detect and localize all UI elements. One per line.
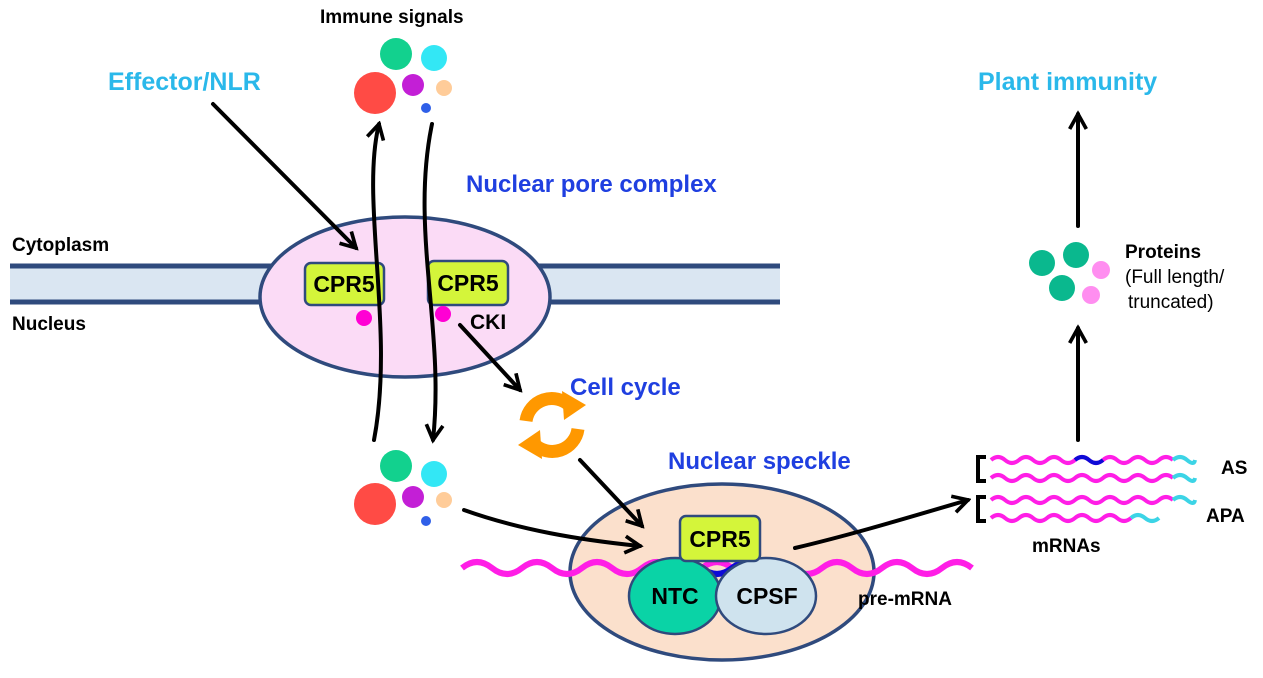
protein-molecules-icon [1029, 242, 1110, 304]
arrow-speckle-to-mrna [793, 500, 968, 550]
cytoplasm-label: Cytoplasm [12, 235, 109, 256]
nuclear-speckle-label: Nuclear speckle [668, 448, 851, 475]
cpsf-label: CPSF [736, 583, 797, 609]
as-label: AS [1221, 458, 1247, 479]
signal-molecules-icon [354, 38, 452, 114]
arrow-cytoplasm-to-nucleus [422, 122, 436, 440]
arrow-effector-to-cpr5 [211, 102, 356, 248]
plant-immunity-label: Plant immunity [978, 68, 1157, 96]
cki-dot-left [356, 310, 372, 326]
immune-signals-label: Immune signals [320, 7, 464, 28]
pathway-arrows [211, 102, 1078, 550]
signal-molecules-nucleus-icon [354, 450, 452, 526]
nucleus-label: Nucleus [12, 314, 86, 335]
cki-label: CKI [470, 311, 506, 334]
proteins-subtitle-1: (Full length/ [1125, 267, 1225, 288]
proteins-subtitle-2: truncated) [1128, 292, 1214, 313]
cpr5-left-label: CPR5 [313, 271, 375, 297]
cki-dot-right [435, 306, 451, 322]
cpr5-speckle-label: CPR5 [689, 526, 751, 552]
apa-label: APA [1206, 506, 1245, 527]
arrow-nucleus-to-cytoplasm [373, 124, 381, 442]
cpr5-right-label: CPR5 [437, 270, 499, 296]
nuclear-pore-complex-label: Nuclear pore complex [466, 171, 717, 198]
mrna-isoforms [976, 455, 1197, 523]
effector-nlr-label: Effector/NLR [108, 68, 261, 96]
cpr5-box-left: CPR5 [303, 261, 386, 307]
cell-cycle-label: Cell cycle [570, 374, 681, 401]
pre-mrna-label: pre-mRNA [858, 589, 952, 610]
cpsf-complex [714, 556, 818, 636]
cpr5-box-right: CPR5 [426, 259, 510, 307]
proteins-label: Proteins [1125, 242, 1201, 263]
mrnas-label: mRNAs [1032, 536, 1101, 557]
ntc-label: NTC [651, 583, 698, 609]
arrow-signals-to-speckle [462, 508, 640, 546]
cpr5-box-speckle: CPR5 [678, 514, 762, 563]
arrow-cell-cycle-to-speckle [578, 458, 642, 526]
arrow-cki-to-cell-cycle [458, 323, 520, 390]
refresh-cycle-icon [518, 391, 586, 459]
nuclear-pore-complex [258, 215, 552, 379]
